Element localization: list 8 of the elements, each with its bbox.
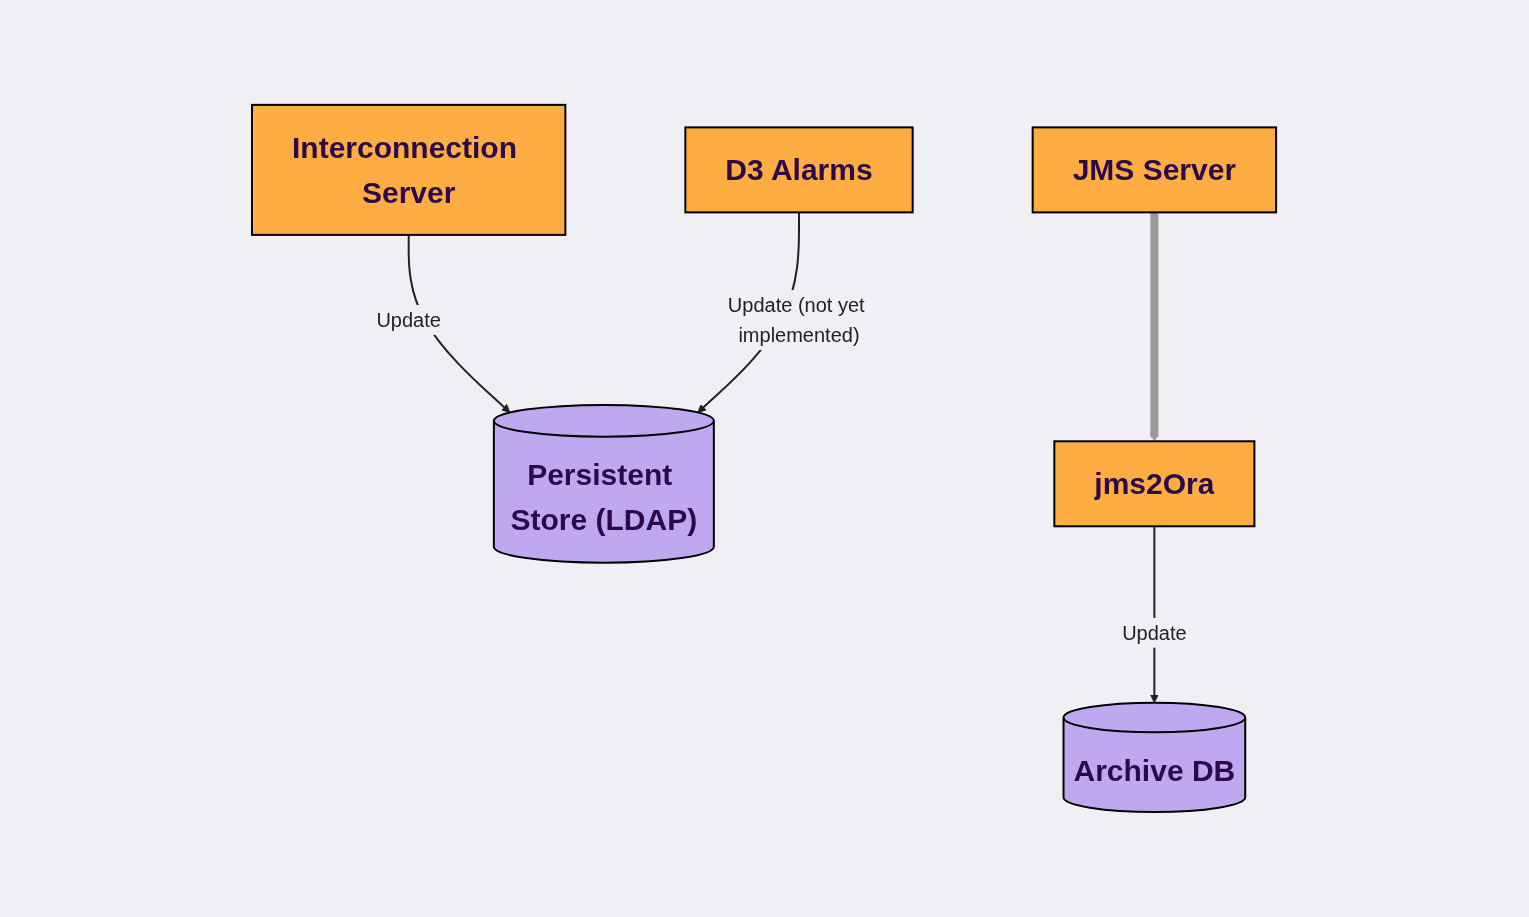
- node-box: Interconnection Server: [251, 103, 567, 236]
- node-box: JMS Server: [1032, 126, 1278, 214]
- node-box: jms2Ora: [1053, 440, 1256, 528]
- arrow: [1150, 212, 1160, 442]
- edge-label: Update: [376, 308, 442, 331]
- edge-label: Update (not yet implemented): [728, 293, 866, 346]
- node-box: D3 Alarms: [684, 126, 915, 214]
- edge-label: Update: [1122, 621, 1188, 644]
